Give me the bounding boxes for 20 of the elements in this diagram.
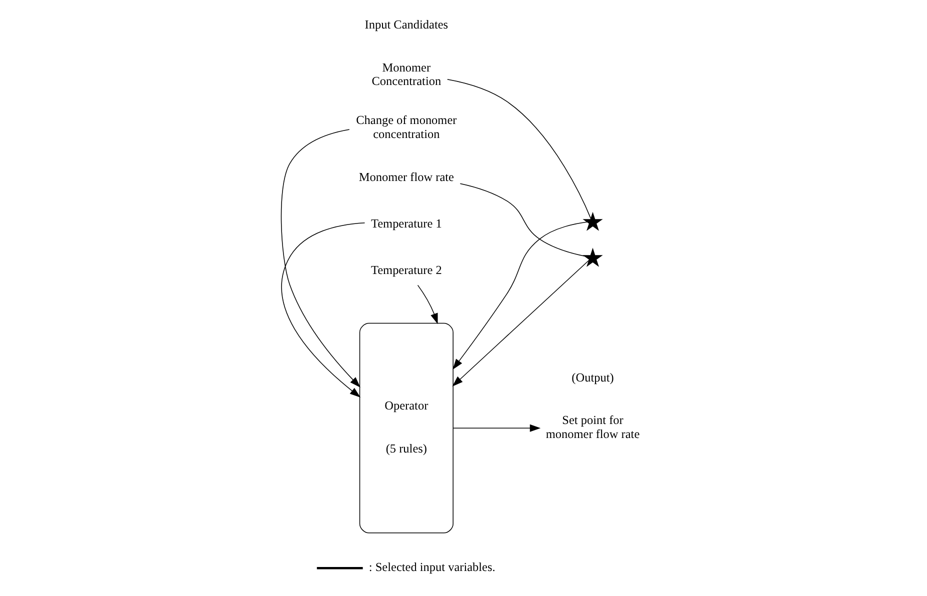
arrow <box>281 222 366 398</box>
node-text: Temperature 2 <box>371 263 442 278</box>
legend-label: : Selected input variables. <box>368 560 496 574</box>
label: (Output) <box>572 370 614 384</box>
label: Input Candidates <box>364 17 448 32</box>
arrow <box>452 424 541 432</box>
node-box: Operator (5 rules) <box>359 322 454 534</box>
node-text: Monomer Concentration <box>372 60 442 88</box>
arrow <box>417 284 438 324</box>
arrow <box>280 129 360 388</box>
node-text: Set point for monomer flow rate <box>546 413 640 441</box>
connector <box>447 78 592 220</box>
node-text: Temperature 1 <box>371 216 442 230</box>
node-star <box>582 212 603 231</box>
node-text: Change of monomer concentration <box>356 113 457 141</box>
arrow <box>452 260 590 386</box>
connector <box>460 183 586 257</box>
node-text: Monomer flow rate <box>358 170 454 184</box>
node-star <box>582 248 603 267</box>
arrow <box>452 222 588 370</box>
